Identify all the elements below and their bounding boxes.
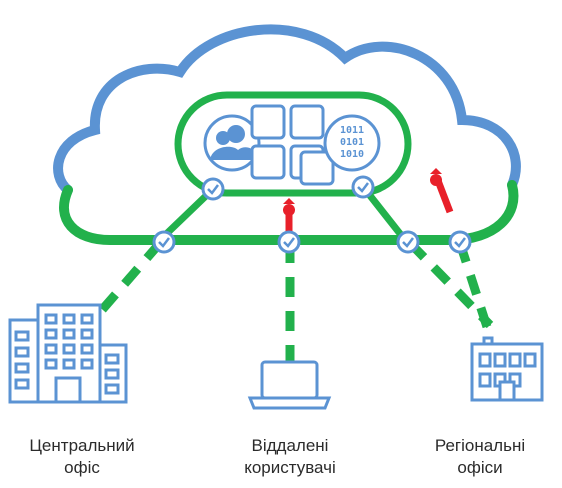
binary-line-2: 0101 [340, 137, 364, 148]
users-icon [203, 114, 261, 172]
data-icon: 1011 0101 1010 [323, 114, 381, 172]
central-office-label: Центральний офіс [2, 435, 162, 479]
remote-users-label-line1: Віддалені [251, 436, 329, 455]
threat-blocked-right [430, 168, 454, 214]
binary-line-1: 1011 [340, 125, 364, 136]
check-badges [152, 175, 472, 254]
check-icon [351, 175, 375, 199]
regional-offices-label-line1: Регіональні [434, 436, 526, 455]
binary-line-3: 1010 [340, 149, 364, 160]
central-office-building-icon [8, 303, 128, 404]
check-icon [396, 230, 420, 254]
laptop-icon [247, 360, 332, 410]
regional-offices-label: Регіональні офіси [400, 435, 560, 479]
cloud-outline [53, 24, 521, 195]
central-office-label-line1: Центральний [29, 436, 135, 455]
remote-users-label-line2: користувачі [244, 458, 336, 477]
regional-offices-label-line2: офіси [457, 458, 503, 477]
remote-users-label: Віддалені користувачі [210, 435, 370, 479]
check-icon [448, 230, 472, 254]
dashed-link-regional-2 [455, 241, 493, 332]
link-hub-right [361, 185, 408, 243]
check-icon [277, 230, 301, 254]
check-icon [201, 177, 225, 201]
dashed-link-regional-1 [406, 239, 494, 329]
dashed-link-central-office [91, 240, 164, 321]
threat-blocked-center [283, 198, 295, 232]
check-icon [152, 230, 176, 254]
regional-office-building-icon [470, 336, 544, 402]
apps-grid-icon [250, 104, 335, 186]
central-office-label-line2: офіс [64, 458, 100, 477]
